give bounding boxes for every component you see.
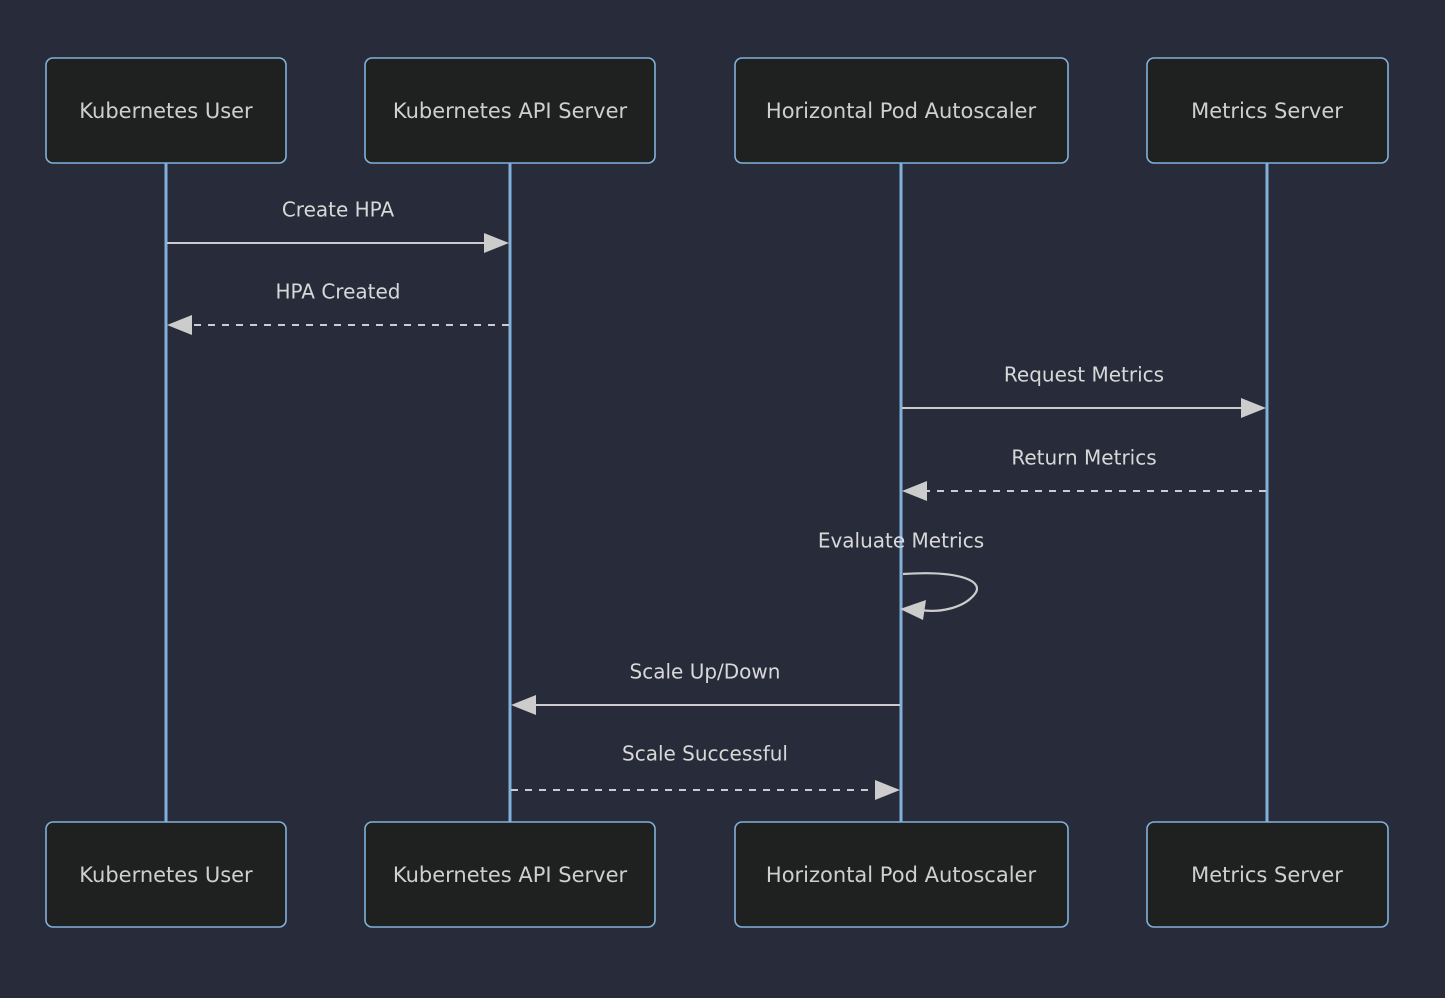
participant-box-user-top[interactable]: Kubernetes User [45, 57, 287, 164]
message-label: Return Metrics [1011, 446, 1156, 470]
participant-rect [734, 57, 1069, 164]
participant-label: Metrics Server [1191, 99, 1343, 123]
participant-box-apiserver-top[interactable]: Kubernetes API Server [364, 57, 656, 164]
arrowhead-icon [875, 780, 900, 800]
participant-label: Kubernetes API Server [393, 863, 628, 887]
arrowhead-icon [484, 233, 509, 253]
participant-rect [45, 57, 287, 164]
participant-box-hpa-bottom[interactable]: Horizontal Pod Autoscaler [734, 821, 1069, 928]
message-label: Create HPA [282, 198, 395, 222]
participant-label: Kubernetes API Server [393, 99, 628, 123]
participant-box-user-bottom[interactable]: Kubernetes User [45, 821, 287, 928]
message-scale-successful[interactable]: Scale Successful [511, 742, 900, 801]
arrowhead-icon [902, 481, 927, 501]
arrowhead-icon [511, 695, 536, 715]
participant-rect [364, 57, 656, 164]
self-loop-path [902, 572, 979, 612]
message-label: Evaluate Metrics [818, 529, 984, 553]
message-request-metrics[interactable]: Request Metrics [902, 363, 1266, 419]
participant-label: Kubernetes User [79, 99, 253, 123]
participant-rect [364, 821, 656, 928]
message-label: Scale Up/Down [630, 660, 781, 684]
message-scale-up-down[interactable]: Scale Up/Down [511, 660, 900, 716]
participant-box-metrics-top[interactable]: Metrics Server [1146, 57, 1389, 164]
message-return-metrics[interactable]: Return Metrics [902, 446, 1266, 502]
arrowhead-icon [1241, 398, 1266, 418]
participant-label: Kubernetes User [79, 863, 253, 887]
participant-label: Horizontal Pod Autoscaler [766, 863, 1037, 887]
message-hpa-created[interactable]: HPA Created [167, 280, 509, 336]
participant-box-apiserver-bottom[interactable]: Kubernetes API Server [364, 821, 656, 928]
participant-label: Horizontal Pod Autoscaler [766, 99, 1037, 123]
arrowhead-icon [900, 600, 926, 620]
participant-rect [734, 821, 1069, 928]
participant-box-hpa-top[interactable]: Horizontal Pod Autoscaler [734, 57, 1069, 164]
arrowhead-icon [167, 315, 192, 335]
message-evaluate-metrics[interactable]: Evaluate Metrics [818, 529, 984, 621]
message-label: Request Metrics [1004, 363, 1164, 387]
participant-rect [1146, 57, 1389, 164]
participant-label: Metrics Server [1191, 863, 1343, 887]
lifelines-group [164, 163, 1269, 827]
participant-rect [45, 821, 287, 928]
message-label: Scale Successful [622, 742, 788, 766]
message-label: HPA Created [275, 280, 400, 304]
participant-rect [1146, 821, 1389, 928]
participant-box-metrics-bottom[interactable]: Metrics Server [1146, 821, 1389, 928]
message-create-hpa[interactable]: Create HPA [167, 198, 509, 254]
